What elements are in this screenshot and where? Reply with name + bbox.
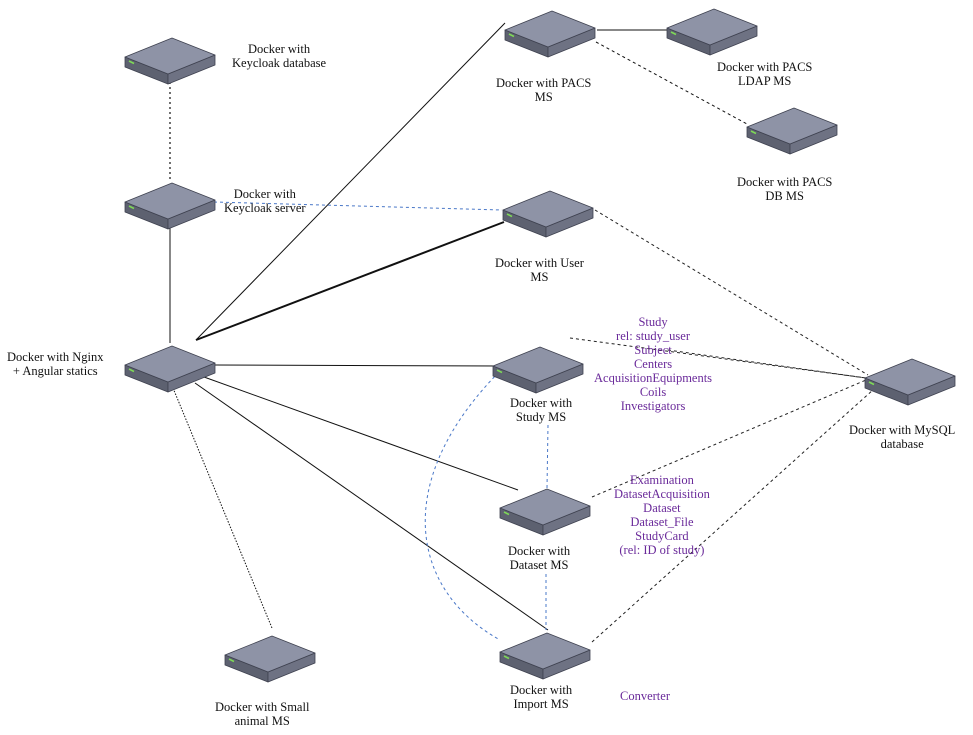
server-icon-nginx	[124, 345, 216, 393]
server-nodes	[124, 8, 956, 683]
link-nginx-pacs	[195, 22, 506, 341]
link-nginx-study	[213, 364, 503, 367]
link-nginx-user	[195, 221, 505, 341]
link-nginx-import	[194, 382, 549, 631]
link-nginx-dataset	[203, 376, 519, 491]
server-icon-keycloak-db	[124, 37, 216, 85]
server-icon-pacs-db	[746, 107, 838, 155]
link-study-import-blue	[424, 367, 504, 641]
server-icon-keycloak-server	[124, 182, 216, 230]
label-nginx: Docker with Nginx+ Angular statics	[7, 350, 104, 378]
link-dataset-mysql	[591, 379, 867, 498]
link-user-mysql	[594, 209, 869, 376]
server-icon-study	[492, 346, 584, 394]
server-icon-mysql	[864, 358, 956, 406]
server-icon-pacs	[504, 10, 596, 58]
server-icon-dataset	[499, 488, 591, 536]
server-icon-import	[499, 632, 591, 680]
dataset-tables-annotation: Examination DatasetAcquisition Dataset D…	[614, 473, 710, 557]
link-nginx-small-animal	[172, 387, 273, 629]
study-tables-annotation: Study rel: study_user Subject Centers Ac…	[594, 315, 713, 413]
link-keycloak-user-blue	[213, 201, 503, 211]
converter-annotation: Converter	[620, 689, 670, 703]
link-study-dataset-blue	[546, 424, 549, 489]
link-pacs-db	[595, 41, 748, 125]
server-icon-small-animal	[224, 635, 316, 683]
connection-links	[169, 22, 875, 643]
server-icon-pacs-ldap	[666, 8, 758, 56]
server-icon-user	[502, 190, 594, 238]
